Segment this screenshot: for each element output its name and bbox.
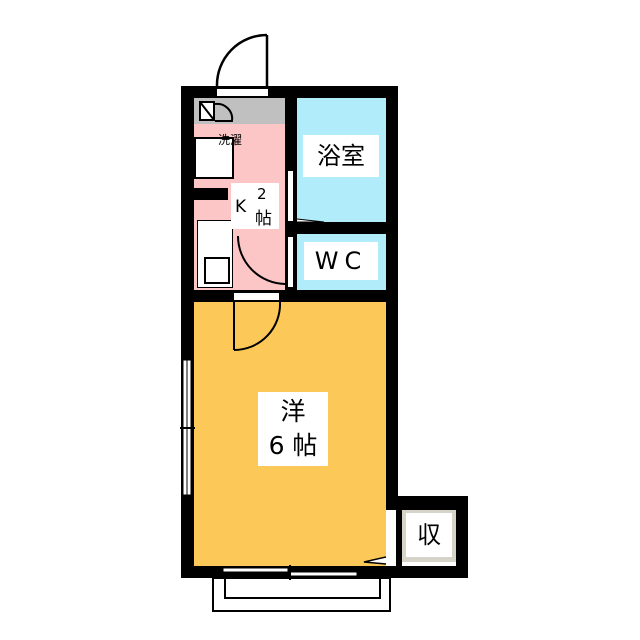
kitchen-unit: 帖 — [255, 209, 272, 229]
storage-door-opening — [388, 510, 396, 566]
kitchen-size: 2 — [257, 185, 267, 203]
western-room-type: 洋 — [280, 397, 306, 426]
wc-door-opening — [287, 236, 294, 288]
kitchen-letter: K — [235, 197, 247, 217]
wall-bath-wc-divider — [297, 222, 386, 234]
washer-label: 洗濯 — [218, 133, 243, 147]
wc-label: WC — [304, 242, 378, 280]
bathroom-label: 浴室 — [303, 135, 379, 177]
bathroom-door-opening — [287, 170, 294, 222]
wall-right-upper — [386, 86, 398, 510]
entrance-door-opening — [217, 89, 268, 96]
western-room-label: 洋 6 帖 — [258, 392, 328, 466]
wall-storage-right — [456, 496, 468, 578]
wall-storage-left — [396, 510, 402, 566]
storage-label: 収 — [406, 513, 452, 557]
stove — [204, 257, 230, 284]
western-room-size: 6 — [268, 431, 285, 460]
western-room-unit: 帖 — [292, 431, 318, 460]
washing-machine — [194, 137, 234, 179]
kitchen-counter-wall — [194, 188, 228, 200]
wall-storage-top — [386, 496, 468, 510]
kitchen-label: K 2 帖 — [231, 183, 279, 229]
western-room-size-row: 6 帖 — [258, 429, 328, 463]
kitchen-to-room-door-opening — [234, 293, 279, 300]
